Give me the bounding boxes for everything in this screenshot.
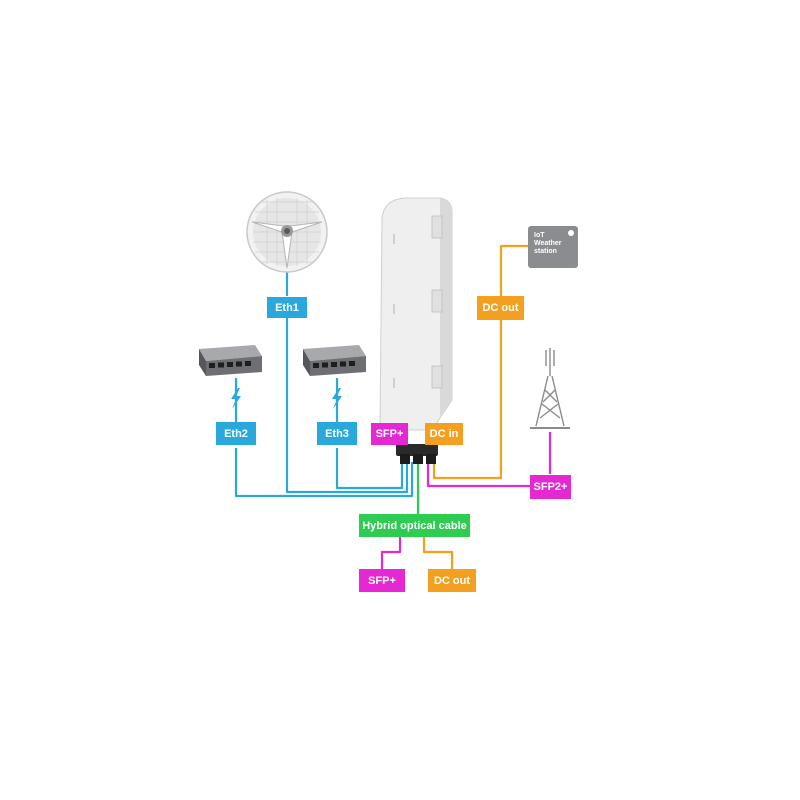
hybrid-optical-cable-label: Hybrid optical cable [359,514,470,537]
sun-icon [568,230,574,236]
dc-in-label: DC in [425,423,463,445]
eth2-label: Eth2 [216,422,256,445]
eth1-line [285,318,409,494]
eth1-label: Eth1 [267,297,307,318]
sfp2-plus-label: SFP2+ [530,475,571,499]
sfp2-line [426,462,530,488]
iot-line-3: station [534,248,557,255]
sfp-lines [380,432,552,569]
power-lines [422,244,528,569]
dc-out-top-label: DC out [477,296,524,320]
iot-weather-station-icon: IoT Weather station [528,226,578,268]
dc-out-bottom-label: DC out [428,569,476,592]
iot-line-2: Weather [534,240,562,247]
iot-line-1: IoT [534,232,545,239]
dish-antenna-icon [246,191,328,273]
sfp-plus-bottom-label: SFP+ [359,569,405,592]
ethernet-switch-icon [303,345,366,376]
eth2-line [234,448,414,498]
eth3-line [335,448,404,490]
outdoor-enclosure-icon [379,197,453,464]
dc-out-top-line [432,320,503,480]
sfp-bottom-line [380,537,402,569]
cell-tower-icon [530,348,570,429]
dc-out-to-iot-line [499,244,528,296]
ethernet-switch-icon [199,345,262,376]
sfp-plus-device-label: SFP+ [371,423,408,445]
lightning-bolt-icon [332,388,342,409]
lightning-bolt-icon [231,388,241,409]
eth3-label: Eth3 [317,422,357,445]
dc-out-bottom-line [422,537,454,569]
